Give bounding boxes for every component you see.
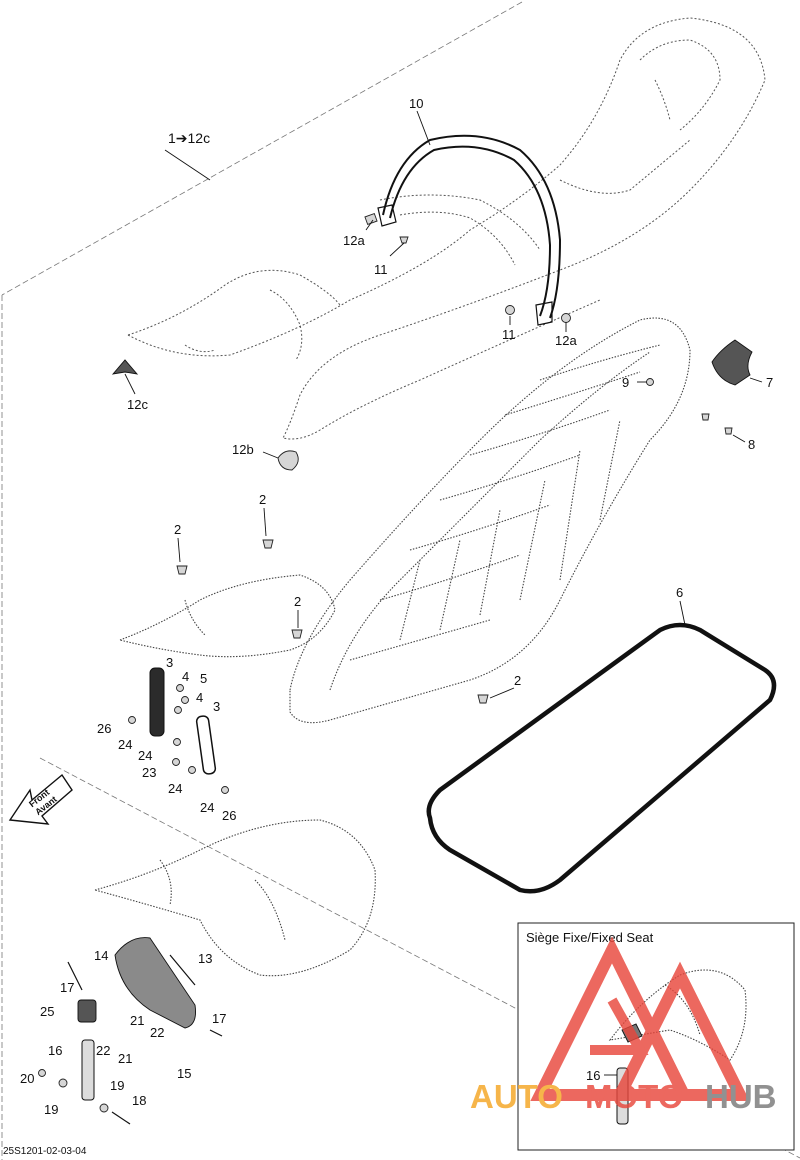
callout-25: 25 (40, 1004, 54, 1019)
callout-24-d: 24 (200, 800, 214, 815)
callout-20: 20 (20, 1071, 34, 1086)
callout-24-c: 24 (168, 781, 182, 796)
seat-screw-11-top (399, 236, 409, 244)
callout-21-b: 21 (118, 1051, 132, 1066)
callout-22-a: 22 (150, 1025, 164, 1040)
watermark-auto: AUTO (470, 1078, 563, 1115)
callout-19-b: 19 (44, 1102, 58, 1117)
callout-6: 6 (676, 585, 683, 600)
inset-callout-16: 16 (586, 1068, 600, 1083)
callout-3-b: 3 (213, 699, 220, 714)
inset-title: Siège Fixe/Fixed Seat (526, 930, 654, 945)
callout-14: 14 (94, 948, 108, 963)
callout-22-b: 22 (96, 1043, 110, 1058)
part-7 (711, 339, 753, 386)
seat-frame (289, 317, 753, 724)
callout-12a-right: 12a (555, 333, 577, 348)
callout-17-b: 17 (212, 1011, 226, 1026)
callout-19-a: 19 (110, 1078, 124, 1093)
leader-lines (124, 110, 763, 699)
bracket-15 (114, 937, 196, 1029)
diagram-code: 25S1201-02-03-04 (3, 1146, 87, 1157)
seat-strap (382, 134, 562, 319)
callout-24-a: 24 (118, 737, 132, 752)
callout-2-a: 2 (174, 522, 181, 537)
part-12c (111, 359, 139, 375)
callout-11-right: 11 (502, 327, 516, 342)
callout-7: 7 (766, 375, 773, 390)
callout-23: 23 (142, 765, 156, 780)
seat-hardware-12a-top (364, 212, 378, 226)
callout-2-c: 2 (294, 594, 301, 609)
callout-18: 18 (132, 1093, 146, 1108)
callout-26-a: 26 (97, 721, 111, 736)
callout-9: 9 (622, 375, 629, 390)
link-3-left (149, 667, 165, 737)
callout-8: 8 (748, 437, 755, 452)
callout-12c: 12c (127, 397, 148, 412)
callout-21-a: 21 (130, 1013, 144, 1028)
callout-10: 10 (409, 96, 423, 111)
part-8 (724, 427, 733, 435)
callout-5: 5 (200, 671, 207, 686)
callout-11-top: 11 (374, 262, 388, 277)
part-9 (646, 378, 654, 386)
seat-washer-12a-right (561, 313, 571, 323)
callout-13: 13 (198, 951, 212, 966)
callout-16: 16 (48, 1043, 62, 1058)
callout-15: 15 (177, 1066, 191, 1081)
watermark-logo: AUTO MOTO HUB (470, 936, 777, 1115)
callout-17-a: 17 (60, 980, 74, 995)
callout-12b: 12b (232, 442, 254, 457)
watermark-moto: MOTO (585, 1078, 683, 1115)
callout-3-a: 3 (166, 655, 173, 670)
callout-26-b: 26 (222, 808, 236, 823)
part-25 (77, 999, 97, 1023)
callout-12a-top: 12a (343, 233, 365, 248)
shock-16 (81, 1039, 95, 1101)
link-3-right (195, 715, 217, 775)
part-12b (277, 450, 299, 471)
watermark-hub: HUB (705, 1078, 777, 1115)
bolt-2-a (176, 565, 188, 575)
callout-24-b: 24 (138, 748, 152, 763)
callout-2-b: 2 (259, 492, 266, 507)
seat-nut-11-right (505, 305, 515, 315)
bolt-2-d (477, 694, 489, 704)
bolt-2-c (291, 629, 303, 639)
front-direction-arrow: Front Avant (8, 773, 73, 825)
callout-4-a: 4 (182, 669, 189, 684)
callout-seat: 1➔12c (168, 130, 210, 146)
chassis-brackets (38, 539, 489, 1125)
callout-labels: 1➔12c 10 12a 11 11 12a 12c 12b 9 7 8 6 2… (20, 96, 773, 1117)
seat-assembly (111, 17, 766, 471)
callout-2-d: 2 (514, 673, 521, 688)
seal-part-6 (426, 622, 777, 894)
bolt-2-b (262, 539, 274, 549)
callout-4-b: 4 (196, 690, 203, 705)
